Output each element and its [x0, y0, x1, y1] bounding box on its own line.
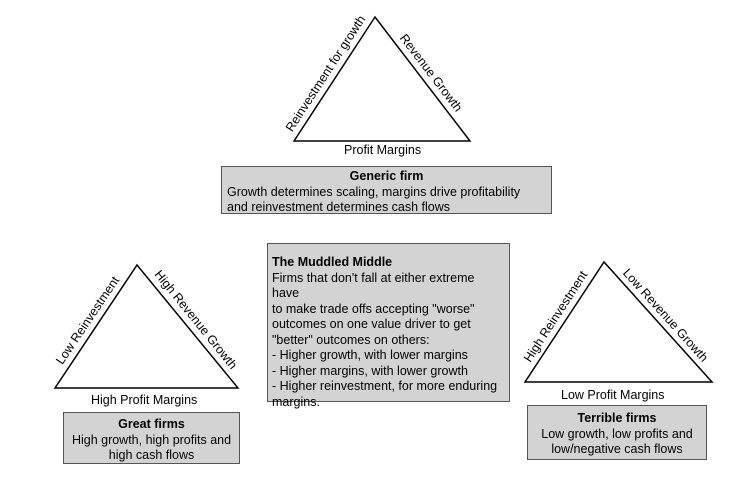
triangle-great-shape [53, 263, 240, 389]
box-generic-title: Generic firm [349, 169, 424, 183]
triangle-generic-base-label: Profit Margins [344, 143, 422, 157]
box-generic-line: and reinvestment determines cash flows [227, 200, 451, 214]
box-great-line: high cash flows [108, 448, 195, 462]
triangle-great-right-label: High Revenue Growth [152, 268, 240, 372]
triangle-terrible-base-label: Low Profit Margins [561, 388, 665, 402]
box-terrible-firms: Terrible firms Low growth, low profits a… [527, 405, 707, 460]
box-middle-line: "better" outcomes on others: [272, 332, 430, 347]
box-middle-line: margins. [272, 394, 320, 409]
box-great-line: High growth, high profits and [71, 432, 232, 447]
box-middle-line: - Higher margins, with lower growth [272, 363, 468, 378]
box-middle-line: outcomes on one value driver to get [272, 317, 471, 331]
box-generic-firm: Generic firm Growth determines scaling, … [221, 166, 552, 214]
triangle-terrible-shape [523, 260, 714, 383]
box-terrible-line: Low growth, low profits and [541, 426, 693, 441]
triangle-terrible: High Reinvestment Low Revenue Growth [521, 260, 714, 383]
triangle-generic-left-label: Reinvestment for growth [283, 13, 369, 134]
box-muddled-middle: The Muddled Middle Firms that don't fall… [267, 243, 510, 409]
triangle-great: Low Reinvestment High Revenue Growth [53, 263, 240, 389]
box-middle-line: - Higher reinvestment, for more enduring [272, 379, 498, 393]
triangle-great-base-label: High Profit Margins [91, 393, 198, 407]
box-middle-line: Firms that don't fall at either extreme … [272, 270, 475, 301]
triangle-terrible-right-label: Low Revenue Growth [620, 266, 711, 365]
box-great-title: Great firms [118, 417, 185, 431]
box-middle-line: - Higher growth, with lower margins [272, 348, 468, 362]
triangle-generic-shape [292, 15, 472, 142]
box-middle-line: to make trade offs accepting "worse" [272, 301, 475, 316]
box-middle-title: The Muddled Middle [272, 255, 393, 269]
box-terrible-line: low/negative cash flows [551, 442, 683, 456]
triangle-terrible-left-label: High Reinvestment [521, 268, 591, 365]
triangle-generic: Reinvestment for growth Revenue Growth [283, 13, 472, 142]
triangle-generic-right-label: Revenue Growth [397, 31, 465, 114]
box-generic-line: Growth determines scaling, margins drive… [227, 184, 521, 199]
box-great-firms: Great firms High growth, high profits an… [63, 412, 240, 464]
box-terrible-title: Terrible firms [577, 411, 657, 425]
triangle-great-left-label: Low Reinvestment [53, 273, 122, 367]
